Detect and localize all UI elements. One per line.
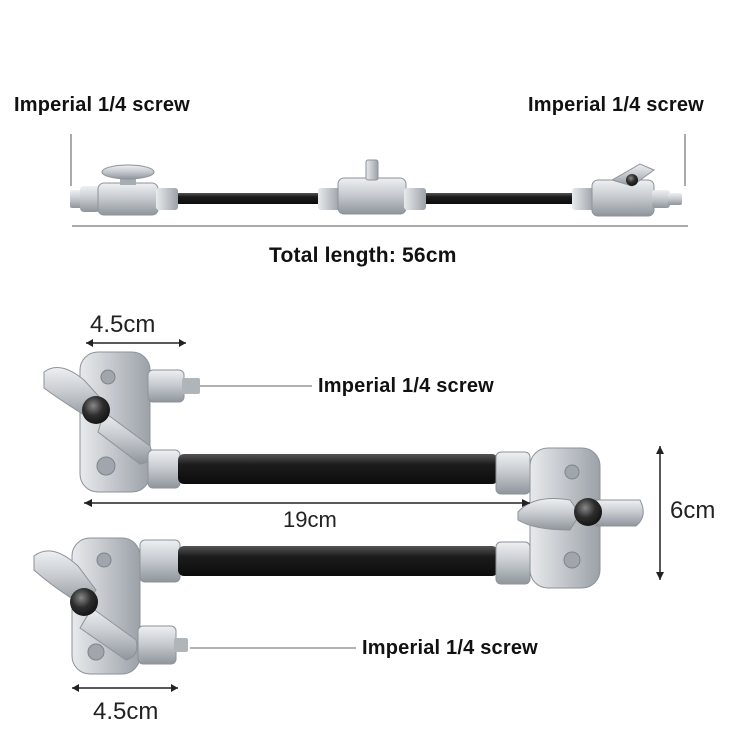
upper-wing-knob-cap bbox=[82, 396, 110, 424]
right-knob-cap bbox=[626, 174, 638, 186]
middle-collar-left bbox=[318, 188, 340, 210]
left-wing-knob bbox=[101, 164, 155, 180]
right-wing-right-blade bbox=[595, 499, 644, 527]
upper-rod bbox=[178, 454, 498, 484]
left-screw-label: Imperial 1/4 screw bbox=[14, 94, 190, 116]
lower-wing-knob-cap bbox=[70, 588, 98, 616]
right-rod bbox=[420, 193, 580, 204]
left-ball-joint bbox=[80, 186, 100, 212]
right-clamp bbox=[591, 179, 655, 217]
upper-clamp-pivot bbox=[96, 456, 116, 476]
right-end-screw bbox=[668, 193, 682, 205]
height-label: 6cm bbox=[670, 497, 716, 524]
upper-clamp-hole bbox=[100, 369, 116, 385]
top-width-label: 4.5cm bbox=[90, 311, 156, 338]
right-clamp-bottom-hole bbox=[563, 551, 581, 569]
middle-clamp-knob bbox=[365, 159, 379, 181]
arm-length-label: 19cm bbox=[283, 507, 337, 532]
lower-clamp-pivot bbox=[87, 643, 105, 661]
left-clamp-stem bbox=[120, 175, 136, 185]
left-collar bbox=[156, 188, 178, 210]
left-rod bbox=[175, 193, 325, 204]
middle-collar-right bbox=[404, 188, 426, 210]
bottom-width-label: 4.5cm bbox=[93, 698, 159, 725]
upper-right-collar bbox=[495, 451, 531, 495]
lower-right-collar bbox=[495, 541, 531, 585]
lower-wing-right-blade bbox=[79, 607, 138, 661]
right-collar bbox=[572, 188, 594, 210]
total-length-label: Total length: 56cm bbox=[269, 244, 457, 267]
lower-rod bbox=[178, 546, 498, 576]
lower-clamp-hole bbox=[96, 552, 112, 568]
left-end-screw bbox=[70, 190, 82, 208]
lower-screw-base bbox=[137, 625, 177, 665]
left-clamp bbox=[97, 182, 159, 216]
upper-screw-base bbox=[147, 369, 185, 403]
upper-screw-label: Imperial 1/4 screw bbox=[318, 375, 494, 397]
right-wing-knob-cap bbox=[574, 498, 602, 526]
folded-arm bbox=[33, 339, 664, 692]
lower-screw-label: Imperial 1/4 screw bbox=[362, 637, 538, 659]
upper-left-collar bbox=[147, 449, 181, 489]
lower-screw-thread bbox=[174, 638, 188, 652]
right-ball-joint bbox=[652, 190, 670, 208]
upper-screw-thread bbox=[182, 378, 200, 394]
right-wing-left-blade bbox=[517, 498, 581, 531]
right-screw-label: Imperial 1/4 screw bbox=[528, 94, 704, 116]
right-clamp-top-hole bbox=[564, 464, 580, 480]
assembled-arm bbox=[70, 134, 688, 227]
middle-clamp bbox=[337, 177, 407, 215]
lower-left-collar bbox=[139, 539, 181, 583]
